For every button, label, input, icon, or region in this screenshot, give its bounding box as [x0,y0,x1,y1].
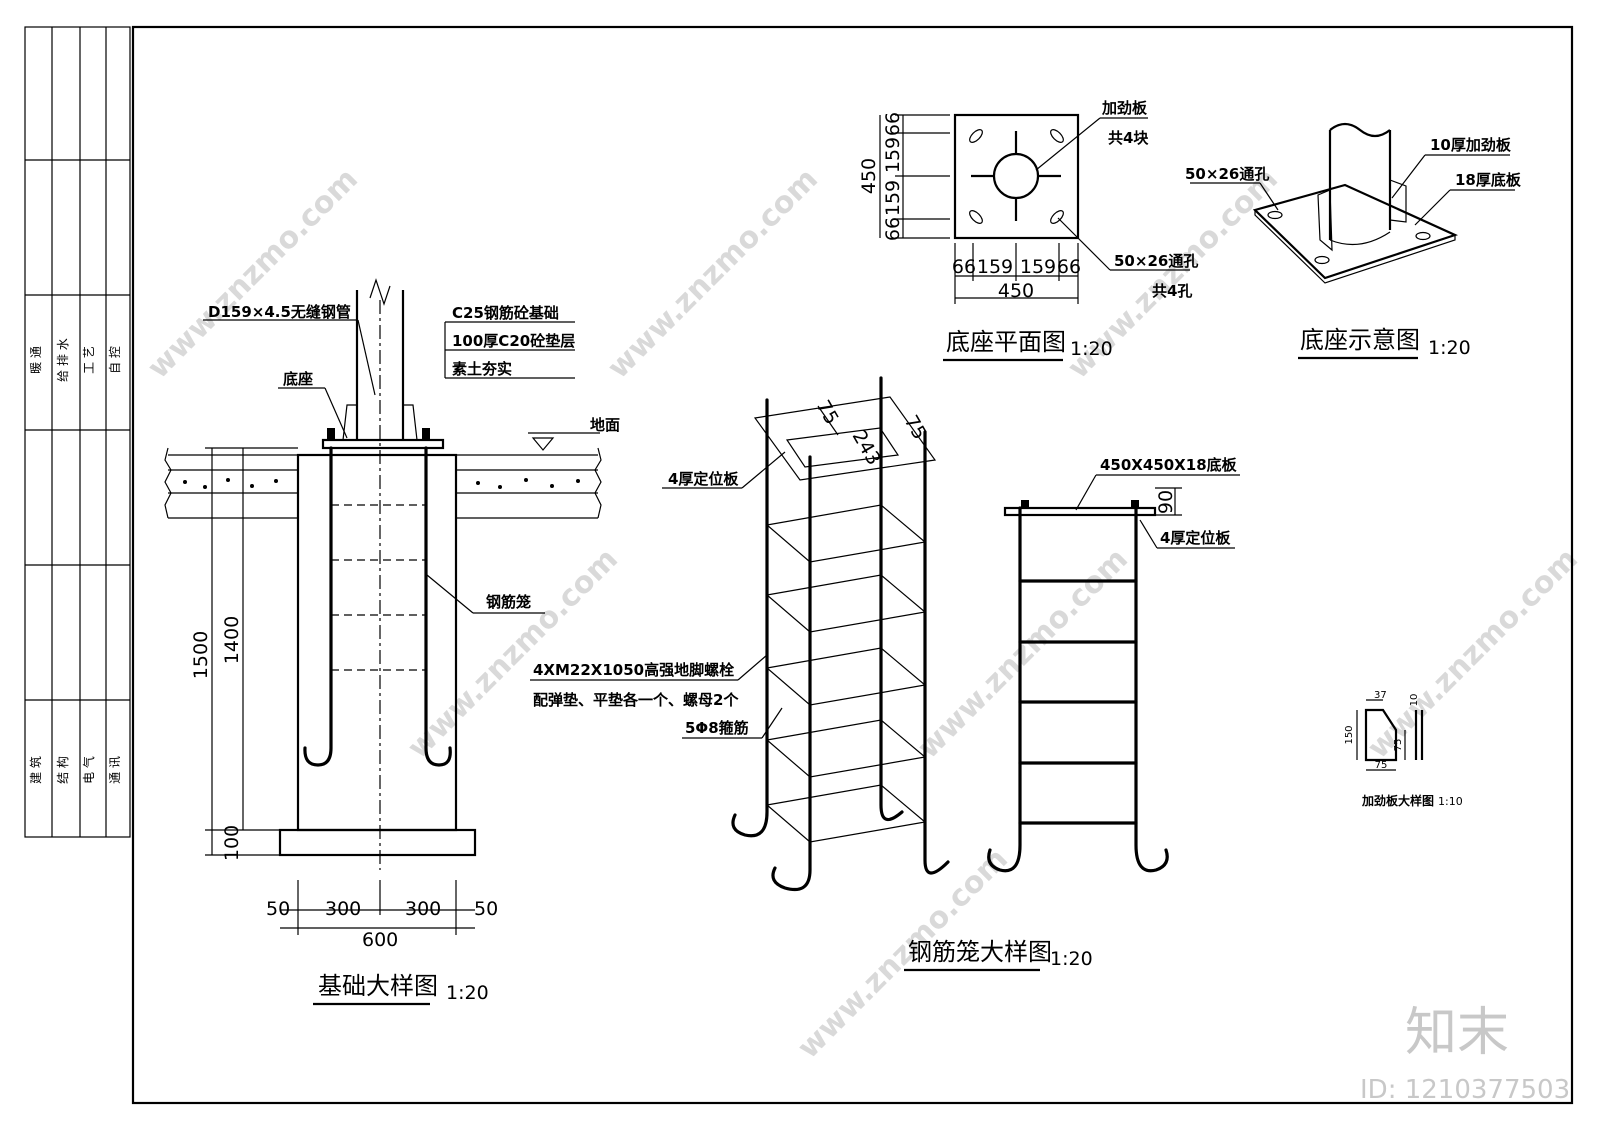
iso-plate-label: 18厚底板 [1455,171,1522,189]
title-cell: 暖 通 [29,346,43,374]
cage-elevation: 90 450X450X18底板 4厚定位板 [987,456,1240,873]
watermark-text: www.znzmo.com [911,542,1135,766]
dim-600: 600 [362,929,398,951]
stiff-dim-75h: 75 [1375,760,1388,771]
stiff-dim-10: 10 [1409,694,1420,707]
title-block: 暖 通 给 排 水 工 艺 自 控 建 筑 结 构 电 气 通 讯 [24,26,131,838]
base-iso: 50×26通孔 10厚加劲板 18厚底板 底座示意图 1:20 [1185,122,1522,360]
pipe-label: D159×4.5无缝钢管 [208,303,351,321]
cage-scale: 1:20 [1050,948,1093,970]
id-watermark: ID: 1210377503 [1360,1075,1570,1105]
plan-dim-h: 159 [1020,256,1056,278]
plan-dim-h: 159 [977,256,1013,278]
plan-dim-v: 159 [882,137,904,173]
stiff-dim-75v: 75 [1393,739,1404,752]
cage-bolts2: 配弹垫、平垫各一个、螺母2个 [533,691,739,709]
plan-dim-h: 66 [1057,256,1081,278]
hole-label: 50×26通孔 [1114,252,1198,270]
foundation-detail: 地面 D159×4.5无缝钢管 底座 C25钢筋砼基础 100厚C20砼垫层 素… [164,278,620,1006]
stiffener-count: 共4块 [1108,129,1149,147]
watermark-text: www.znzmo.com [141,162,365,386]
cage-dim-90: 90 [1155,490,1177,514]
foundation-scale: 1:20 [446,982,489,1004]
ground-label: 地面 [590,416,620,434]
plan-total-v: 450 [858,158,880,194]
elev-base-plate: 450X450X18底板 [1100,456,1238,474]
base-label: 底座 [283,370,313,388]
elev-pos-plate: 4厚定位板 [1160,529,1231,547]
cage-pos-plate: 4厚定位板 [668,470,739,488]
title-cell: 给 排 水 [56,338,70,382]
base-plan-title: 底座平面图 [946,328,1066,356]
dim-300: 300 [325,898,361,920]
cage-dim-75: 75 [812,397,843,429]
title-cell: 建 筑 [28,756,43,784]
cushion-label: 100厚C20砼垫层 [452,332,575,350]
base-iso-title: 底座示意图 [1300,326,1420,354]
cage-title: 钢筋笼大样图 [908,938,1052,966]
dim-1500: 1500 [190,631,212,679]
iso-hole-label: 50×26通孔 [1185,165,1269,183]
cage-label: 钢筋笼 [486,593,531,611]
dim-50: 50 [266,898,290,920]
title-cell: 自 控 [108,346,122,374]
base-plan: 66 159 159 66 450 66 159 159 66 450 加劲板 … [858,99,1198,362]
title-cell: 结 构 [55,756,70,784]
stiffener-title: 加劲板大样图 [1361,793,1434,808]
title-cell: 工 艺 [82,346,96,374]
stiffener-scale: 1:10 [1438,795,1463,808]
plan-dim-v: 66 [882,112,904,136]
title-cell: 电 气 [81,756,96,784]
title-cell: 通 讯 [108,756,122,784]
concrete-label: C25钢筋砼基础 [452,304,559,322]
cage-dim-243: 243 [848,427,885,469]
watermark-text: www.znzmo.com [401,542,625,766]
foundation-title: 基础大样图 [318,972,438,1000]
drawing-frame [131,25,1574,1105]
watermark-text: www.znzmo.com [1361,542,1585,766]
watermark-text: www.znzmo.com [601,162,825,386]
dim-1400: 1400 [221,616,243,664]
cage-stirrup: 5Φ8箍筋 [685,719,749,737]
iso-stiff-label: 10厚加劲板 [1430,136,1512,154]
stiff-dim-37: 37 [1374,690,1387,701]
cage-bolts: 4XM22X1050高强地脚螺栓 [533,661,734,679]
hole-count: 共4孔 [1152,282,1192,300]
stiffener-label: 加劲板 [1101,99,1148,117]
dim-300: 300 [405,898,441,920]
base-plan-scale: 1:20 [1070,338,1113,360]
plan-dim-v: 66 [882,217,904,241]
dim-100: 100 [221,825,243,861]
plan-dim-v: 159 [882,180,904,216]
plan-total-h: 450 [998,280,1034,302]
soil-label: 素土夯实 [452,360,512,378]
stiff-dim-150: 150 [1344,725,1355,744]
brand-watermark: 知末 [1405,1003,1509,1063]
dim-50: 50 [474,898,498,920]
plan-dim-h: 66 [952,256,976,278]
base-iso-scale: 1:20 [1428,337,1471,359]
stiffener-detail: 37 150 75 75 10 加劲板大样图 1:10 [1344,690,1463,808]
